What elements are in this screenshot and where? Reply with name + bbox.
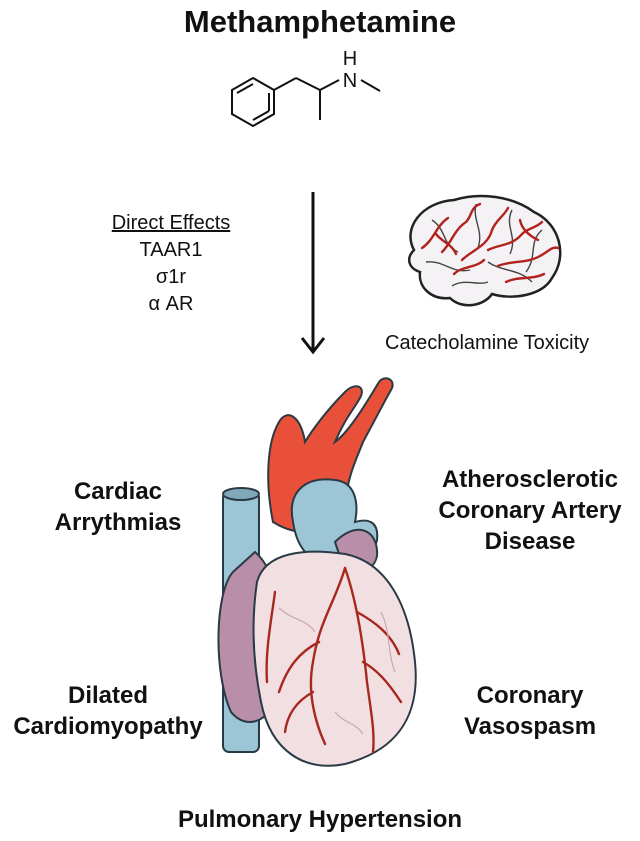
- effect-alpha-ar: α AR: [148, 293, 194, 315]
- condition-line: Vasospasm: [463, 713, 597, 740]
- effect-taar1: TAAR1: [139, 239, 203, 261]
- condition-atherosclerotic-cad: Atherosclerotic Coronary Artery Disease: [420, 464, 640, 557]
- direct-effects-list: Direct Effects TAAR1 σ1r α AR: [96, 210, 246, 318]
- condition-line: Dilated: [67, 682, 148, 709]
- condition-coronary-vasospasm: Coronary Vasospasm: [420, 680, 640, 742]
- condition-line: Disease: [484, 528, 576, 555]
- pulmonary-hypertension-label: Pulmonary Hypertension: [177, 806, 463, 833]
- condition-cardiac-arrythmias: Cardiac Arrythmias: [18, 476, 218, 538]
- condition-dilated-cardiomyopathy: Dilated Cardiomyopathy: [0, 680, 216, 742]
- condition-line: Cardiac: [73, 478, 163, 505]
- brain-icon: [407, 194, 562, 307]
- effect-sigma1r: σ1r: [155, 266, 187, 288]
- methamphetamine-structure: N H: [231, 50, 381, 128]
- condition-line: Cardiomyopathy: [13, 713, 203, 740]
- condition-line: Atherosclerotic: [441, 466, 619, 493]
- brain-label: Catecholamine Toxicity: [385, 332, 590, 354]
- condition-line: Arrythmias: [54, 509, 182, 536]
- down-arrow-icon: [300, 192, 326, 355]
- condition-line: Coronary Artery: [438, 497, 622, 524]
- page-title: Methamphetamine: [183, 4, 457, 39]
- hydrogen-label: H: [343, 50, 357, 70]
- condition-line: Coronary: [476, 682, 584, 709]
- nitrogen-label: N: [343, 70, 357, 92]
- heart-icon: [217, 377, 417, 767]
- direct-effects-heading: Direct Effects: [111, 212, 231, 234]
